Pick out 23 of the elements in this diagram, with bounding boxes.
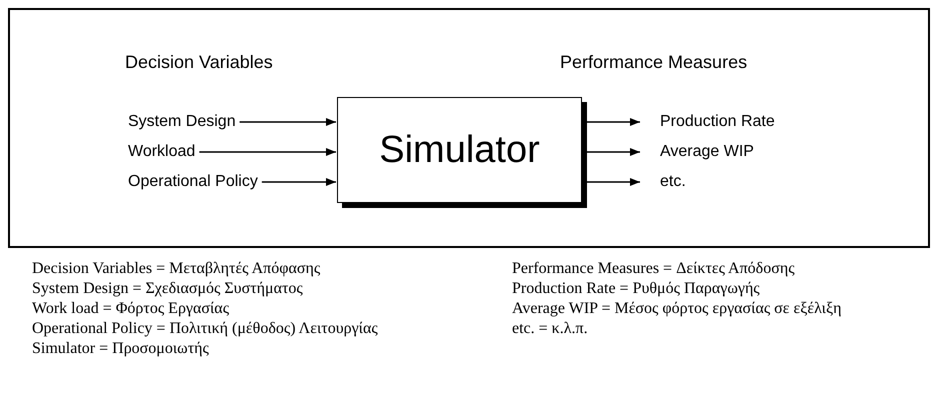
arrow <box>240 118 336 126</box>
group-heading: Performance Measures <box>560 52 748 73</box>
glossary-entry: Simulator = Προσομοιωτής <box>32 339 210 359</box>
glossary-entry: etc. = κ.λ.π. <box>512 319 589 339</box>
input-label: Operational Policy <box>128 172 258 192</box>
arrow <box>584 148 640 156</box>
input-label: System Design <box>128 112 236 132</box>
arrow <box>584 118 640 126</box>
glossary-entry: System Design = Σχεδιασμός Συστήματος <box>32 279 304 299</box>
output-label: etc. <box>660 172 686 192</box>
output-label: Average WIP <box>660 142 754 162</box>
glossary-entry: Production Rate = Ρυθμός Παραγωγής <box>512 279 761 299</box>
group-heading: Decision Variables <box>125 52 273 73</box>
glossary-entry: Decision Variables = Μεταβλητές Απόφασης <box>32 259 322 279</box>
arrow <box>262 178 336 186</box>
glossary-entry: Operational Policy = Πολιτική (μέθοδος) Λειτουργίας <box>32 319 379 339</box>
input-label: Workload <box>128 142 196 162</box>
glossary-entry: Average WIP = Μέσος φόρτος εργασίας σε εξέλιξη <box>512 299 842 319</box>
arrow <box>584 178 640 186</box>
glossary-entry: Work load = Φόρτος Εργασίας <box>32 299 230 319</box>
glossary-entry: Performance Measures = Δείκτες Απόδοσης <box>512 259 796 279</box>
arrow <box>199 148 336 156</box>
output-label: Production Rate <box>660 112 775 132</box>
